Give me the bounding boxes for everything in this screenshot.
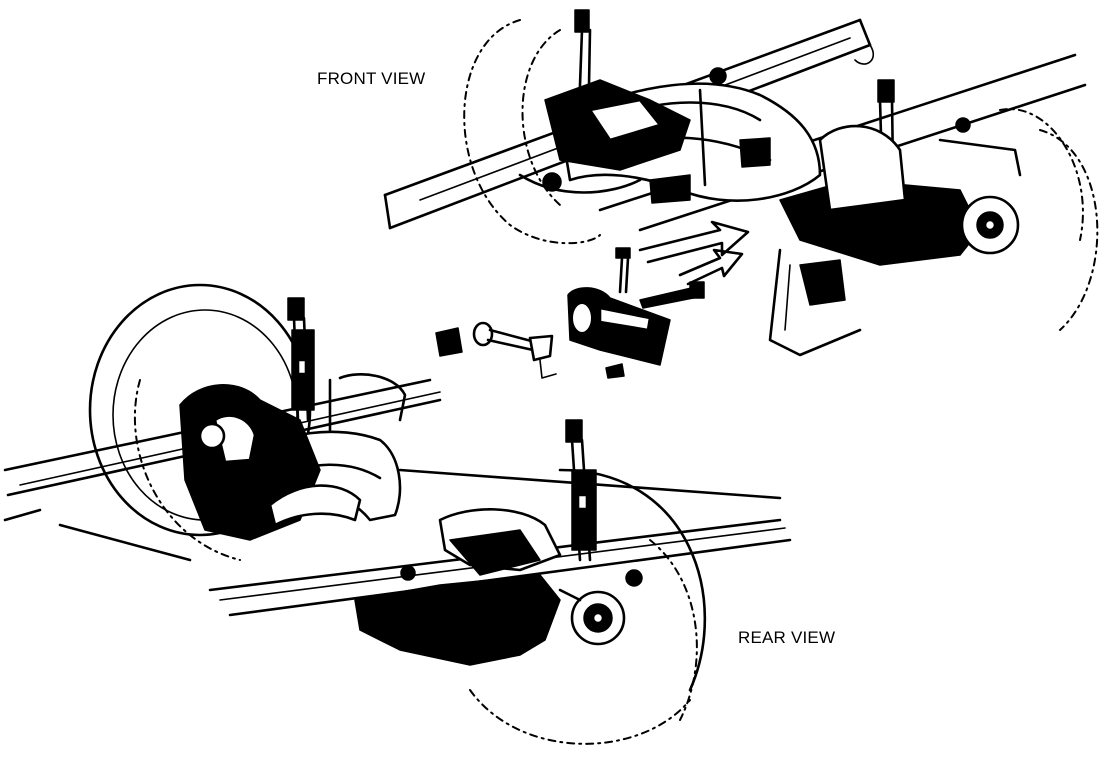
front-right-hub [779, 117, 1022, 266]
long-bolt [639, 281, 705, 309]
front-right-wheel [999, 108, 1099, 331]
bushing [435, 327, 463, 357]
front-view-assembly [383, 9, 1099, 357]
rear-mount-pads [400, 565, 643, 605]
front-left-control-arm [518, 67, 727, 194]
exploded-parts [435, 220, 750, 379]
rear-view-label: REAR VIEW [738, 628, 836, 647]
rear-lower-pan [354, 508, 562, 666]
front-mount-pads [649, 137, 771, 204]
arrow-icon [678, 248, 744, 286]
mount-bolt [615, 247, 631, 294]
rear-left-control-arm [179, 384, 362, 541]
mount-nut [605, 363, 625, 379]
rear-right-hub [558, 588, 626, 646]
rear-view-assembly [3, 283, 792, 745]
transmission-mount [567, 287, 671, 366]
rear-left-shock-absorber [287, 297, 315, 422]
strut-link [472, 321, 557, 379]
front-right-lower-bracket [768, 248, 862, 357]
arrow-icon [638, 220, 750, 264]
front-view-label: FRONT VIEW [317, 69, 426, 88]
rear-right-shock-absorber [565, 419, 597, 562]
